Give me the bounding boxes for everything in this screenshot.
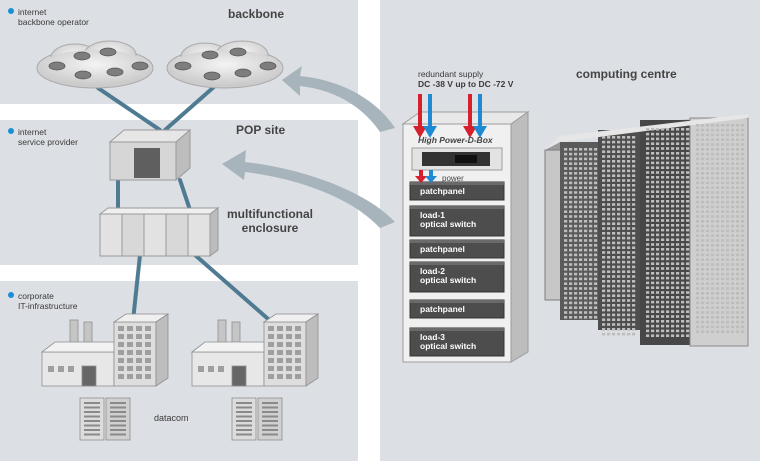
supply-line-2: DC -38 V up to DC -72 V xyxy=(418,78,514,89)
link-lines xyxy=(96,84,277,332)
enclosure-cabinets xyxy=(98,207,220,257)
datacom-label: datacom xyxy=(154,413,189,423)
supply-label: redundant supply DC -38 V up to DC -72 V xyxy=(418,69,514,90)
datacom-servers-right xyxy=(231,397,283,441)
rack-units xyxy=(409,181,505,357)
rack-slot-label: patchpanel xyxy=(420,304,465,314)
server-farm-drives xyxy=(564,124,745,337)
bullet-icon xyxy=(8,8,14,14)
tier-line-1: internet xyxy=(18,7,47,17)
bullet-icon xyxy=(8,292,14,298)
section-enclosure: multifunctional enclosure xyxy=(222,207,318,236)
building-windows xyxy=(48,326,301,379)
pop-box xyxy=(108,128,192,182)
tier-line-2: service provider xyxy=(18,136,78,147)
enclosure-line-1: multifunctional xyxy=(227,207,313,221)
tier-line-2: IT-infrastructure xyxy=(18,300,78,311)
arrow-to-pop xyxy=(222,150,395,228)
rack-title: High Power-D-Box xyxy=(418,135,493,145)
rack-slot-label: patchpanel xyxy=(420,186,465,196)
bullet-icon xyxy=(8,128,14,134)
supply-arrows xyxy=(413,94,487,183)
tier-line-1: internet xyxy=(18,127,47,137)
rack-slot xyxy=(409,261,505,293)
tier-line-1: corporate xyxy=(18,291,54,301)
supply-line-1: redundant supply xyxy=(418,69,484,79)
tier-service-provider: internet service provider xyxy=(8,127,78,148)
enclosure-line-2: enclosure xyxy=(241,220,299,235)
arrow-to-backbone xyxy=(282,66,395,132)
tier-line-2: backbone operator xyxy=(18,16,89,27)
section-computing-centre: computing centre xyxy=(576,67,677,81)
rack-slot xyxy=(409,205,505,237)
backbone-cloud-right xyxy=(166,40,284,89)
datacom-servers-left xyxy=(79,397,131,441)
rack-slot-label: patchpanel xyxy=(420,244,465,254)
tier-corporate: corporate IT-infrastructure xyxy=(8,291,78,312)
feed-arrows xyxy=(222,66,395,228)
power-label: power xyxy=(442,174,464,183)
section-backbone: backbone xyxy=(228,7,285,21)
tier-backbone-operator: internet backbone operator xyxy=(8,7,89,28)
server-slot-lines xyxy=(84,402,278,436)
section-pop-site: POP site xyxy=(236,123,286,137)
hpd-box xyxy=(411,147,503,171)
backbone-cloud-left xyxy=(36,40,154,89)
